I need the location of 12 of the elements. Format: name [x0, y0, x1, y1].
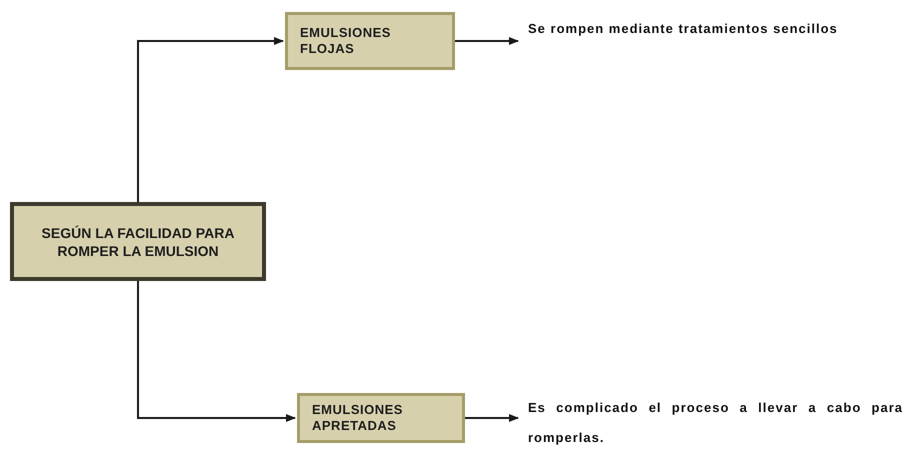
description-text: Se rompen mediante tratamientos sencillos	[528, 20, 839, 37]
arrow	[455, 37, 519, 45]
category-box	[10, 202, 266, 281]
arrow	[137, 37, 284, 202]
arrow	[465, 414, 519, 422]
box-label: EMULSIONES APRETADAS	[312, 402, 404, 434]
arrow	[137, 281, 296, 422]
box-label: EMULSIONES FLOJAS	[300, 25, 392, 57]
box-label: SEGÚN LA FACILIDAD PARA ROMPER LA EMULSION	[40, 224, 236, 260]
type-box	[297, 393, 465, 443]
description-text: Es complicado el proceso a llevar a cabo para romperlas.	[528, 399, 903, 447]
type-box	[285, 12, 455, 70]
